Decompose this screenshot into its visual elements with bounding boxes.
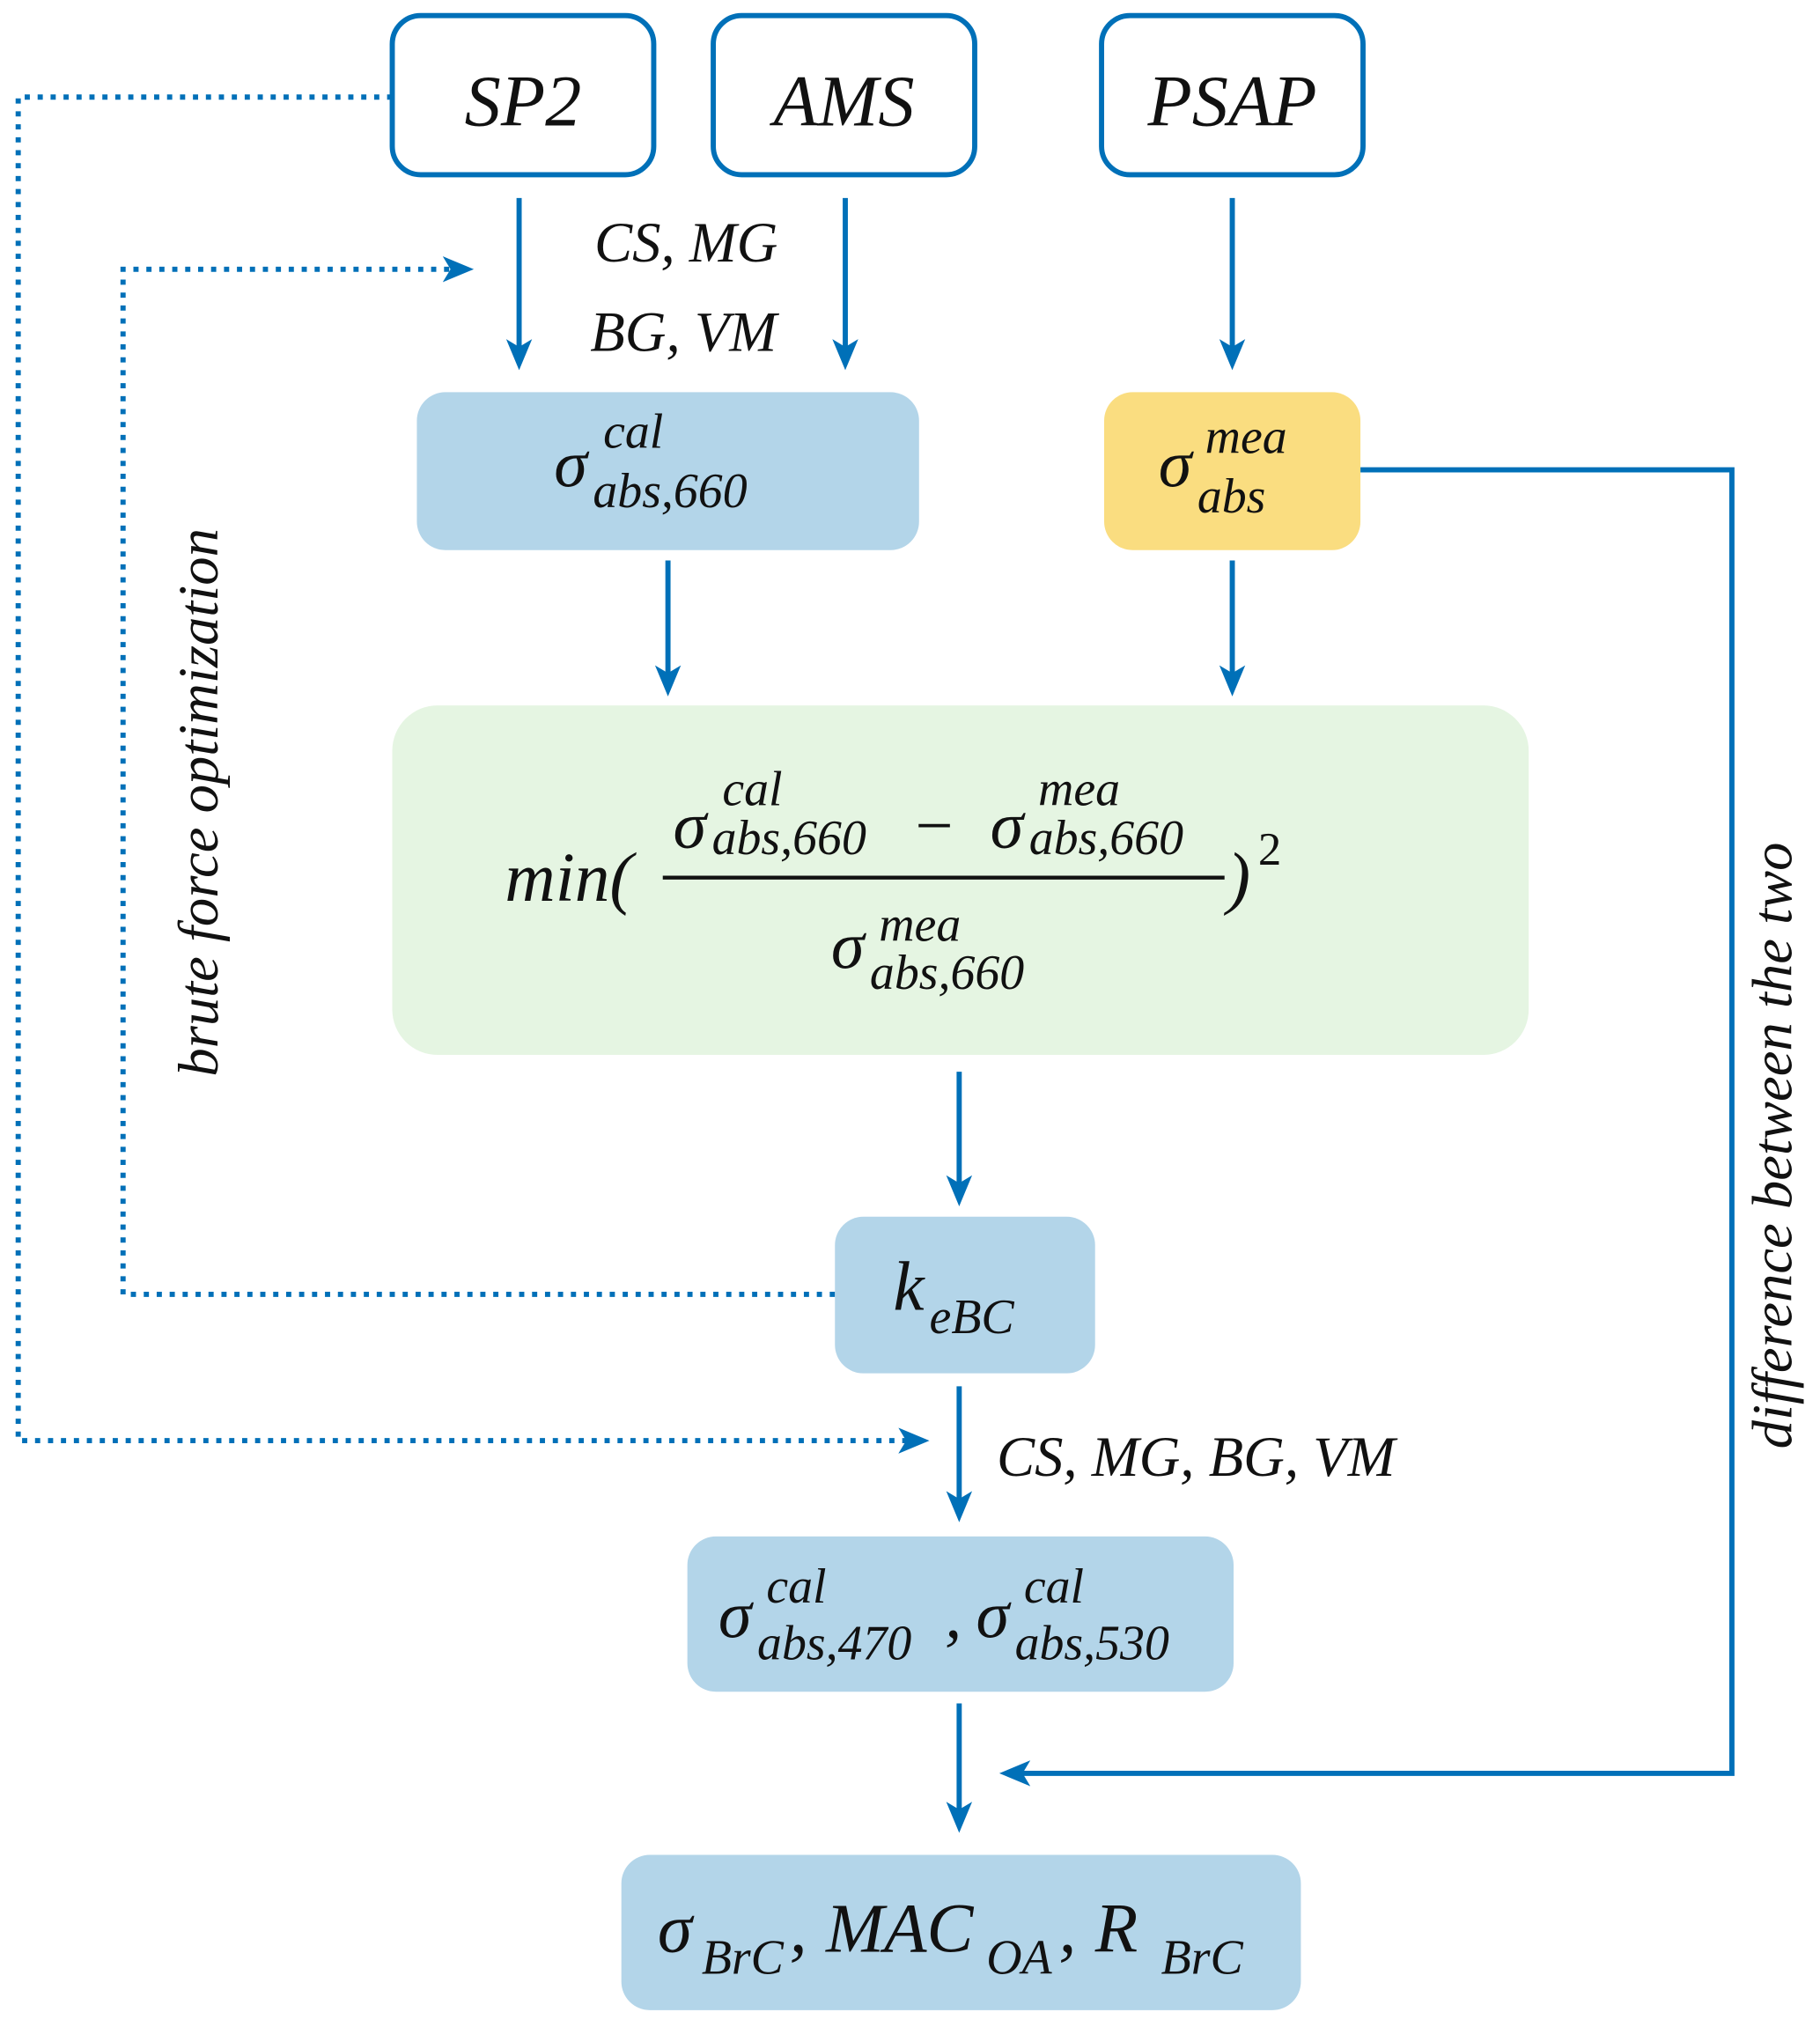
subscript-brc: BrC — [1161, 1931, 1244, 1986]
subscript-abs-660: abs,660 — [593, 464, 747, 519]
ams-label: AMS — [770, 62, 915, 142]
sigma-symbol: σ — [718, 1578, 755, 1653]
comma: , — [945, 1578, 962, 1653]
minus-sign: − — [915, 788, 953, 863]
superscript-cal: cal — [603, 405, 663, 460]
subscript-abs-470: abs,470 — [757, 1617, 911, 1671]
sigma-symbol: σ — [658, 1891, 695, 1968]
difference-label: difference between the two — [1741, 843, 1804, 1449]
denominator-sigma-mea: σ — [831, 909, 867, 984]
k-symbol: k — [893, 1249, 925, 1326]
subscript-brc: BrC — [702, 1931, 785, 1986]
superscript-mea: mea — [1038, 762, 1120, 816]
subscript-oa: OA — [986, 1931, 1052, 1986]
superscript-mea: mea — [1205, 409, 1287, 464]
objective-function-box: min( σ cal abs,660 − σ mea abs,660 σ mea… — [392, 705, 1529, 1056]
inputs-bottom-label: CS, MG, BG, VM — [997, 1425, 1398, 1488]
superscript-cal: cal — [1024, 1559, 1084, 1614]
sp2-label: SP2 — [465, 62, 582, 142]
sigma-symbol: σ — [976, 1578, 1012, 1653]
superscript-cal: cal — [722, 762, 782, 816]
comma: , — [790, 1891, 807, 1968]
subscript-abs-530: abs,530 — [1015, 1617, 1169, 1671]
numerator-sigma-mea: σ — [991, 788, 1027, 863]
brute-force-label: brute force optimization — [166, 528, 230, 1077]
sp2-box: SP2 — [389, 12, 657, 178]
mac-symbol: MAC — [825, 1891, 975, 1968]
subscript-abs-660: abs,660 — [870, 946, 1024, 1000]
subscript-ebc: eBC — [930, 1290, 1015, 1345]
psap-label: PSAP — [1147, 62, 1317, 142]
k-ebc-box: k eBC — [835, 1216, 1095, 1374]
min-function: min( — [505, 839, 637, 917]
sigma-symbol: σ — [554, 427, 590, 502]
difference-connector — [998, 467, 1735, 1787]
subscript-abs: abs — [1197, 469, 1266, 524]
sigma-cal-470-530-box: σ cal abs,470 , σ cal abs,530 — [687, 1536, 1234, 1692]
superscript-cal: cal — [766, 1559, 826, 1614]
superscript-mea: mea — [879, 898, 961, 953]
outputs-box: σ BrC , MAC OA , R BrC — [621, 1854, 1301, 2010]
numerator-sigma-cal: σ — [673, 788, 709, 863]
subscript-abs-660: abs,660 — [1029, 811, 1183, 866]
ams-box: AMS — [711, 12, 977, 178]
inputs-top-line1: CS, MG — [594, 210, 777, 274]
sigma-cal-660-box: σ cal abs,660 — [416, 392, 919, 550]
psap-box: PSAP — [1099, 12, 1366, 178]
subscript-abs-660: abs,660 — [712, 811, 866, 866]
sigma-symbol: σ — [1159, 427, 1195, 502]
r-symbol: R — [1094, 1891, 1138, 1968]
inputs-top-line2: BG, VM — [590, 299, 779, 363]
sigma-mea-box: σ mea abs — [1103, 392, 1361, 550]
exponent-2: 2 — [1258, 824, 1281, 875]
comma: , — [1059, 1891, 1077, 1968]
close-paren: ) — [1224, 839, 1250, 917]
